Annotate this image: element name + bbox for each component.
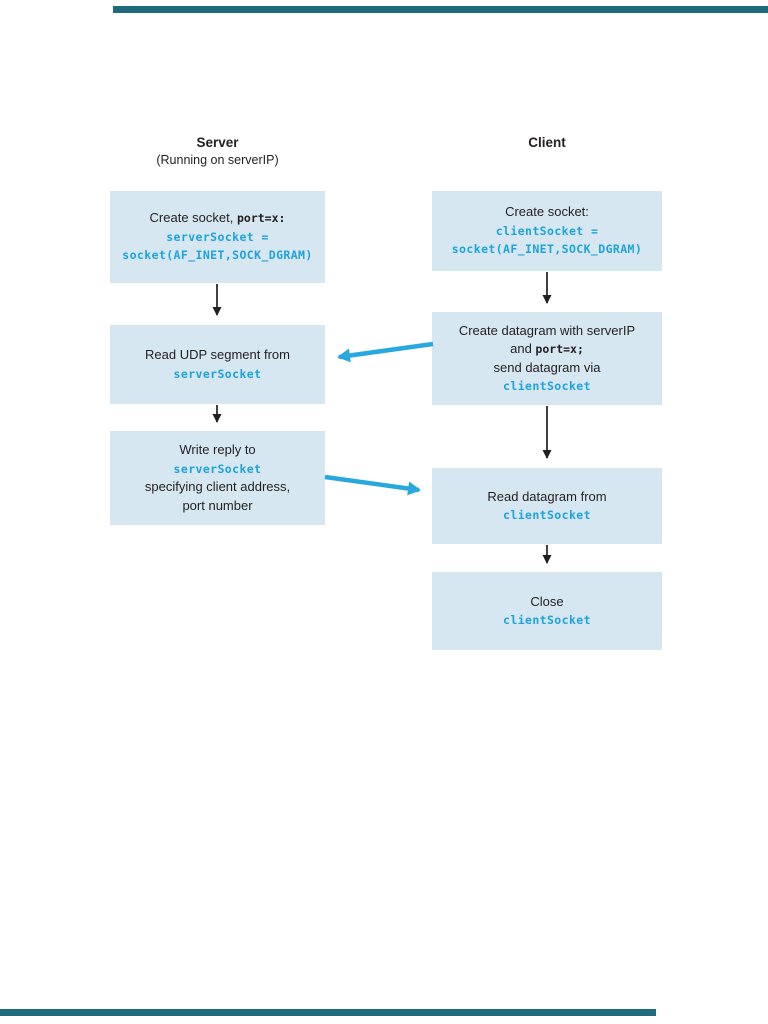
client-close-box: Close clientSocket (432, 572, 662, 650)
text-segment: Create socket, (149, 210, 237, 226)
box-line: and port=x; (510, 340, 584, 359)
code-segment: clientSocket (503, 613, 591, 627)
top-page-rule (113, 6, 768, 13)
box-line: clientSocket (503, 611, 591, 630)
bottom-page-rule (0, 1009, 656, 1016)
code-segment: port=x: (236, 211, 286, 226)
box-line: serverSocket (174, 365, 262, 384)
code-segment: clientSocket (503, 379, 591, 393)
client-column-header: Client (432, 134, 662, 151)
server-title: Server (196, 135, 239, 150)
box-line: clientSocket (503, 506, 591, 525)
client-title: Client (528, 135, 566, 150)
box-line: clientSocket = (496, 222, 599, 241)
box-line: serverSocket = (166, 228, 269, 247)
box-line: Write reply to (179, 441, 255, 460)
code-segment: clientSocket = (495, 223, 599, 238)
text-segment: and (510, 341, 536, 356)
box-line: send datagram via (494, 359, 601, 378)
text-segment: Read UDP segment from (145, 347, 290, 362)
text-segment: port number (182, 497, 253, 513)
box-line: clientSocket (503, 377, 591, 396)
text-segment: Create datagram with serverIP (458, 322, 636, 338)
arrow-client-send-to-server-read (337, 341, 434, 363)
code-segment: socket(AF_INET,SOCK_DGRAM) (451, 242, 643, 257)
server-subtitle: (Running on serverIP) (156, 153, 279, 167)
code-segment: serverSocket = (166, 229, 269, 244)
server-column-header: Server (Running on serverIP) (108, 134, 327, 169)
box-line: Read datagram from (487, 488, 606, 507)
client-read-datagram-box: Read datagram from clientSocket (432, 468, 662, 544)
text-segment: Write reply to (179, 442, 256, 457)
box-line: serverSocket (174, 460, 262, 479)
box-line: Create socket: (505, 203, 589, 222)
code-segment: serverSocket (173, 461, 262, 476)
box-line: specifying client address, (145, 478, 290, 497)
code-segment: serverSocket (173, 366, 262, 381)
box-line: Read UDP segment from (145, 346, 290, 365)
box-line: socket(AF_INET,SOCK_DGRAM) (122, 246, 312, 265)
client-create-datagram-box: Create datagram with serverIP and port=x;… (432, 312, 662, 405)
server-write-reply-box: Write reply to serverSocket specifying cli… (110, 431, 325, 525)
code-segment: socket(AF_INET,SOCK_DGRAM) (122, 248, 313, 263)
text-segment: specifying client address, (144, 479, 291, 494)
box-line: Close (530, 593, 563, 612)
client-create-socket-box: Create socket: clientSocket = socket(AF_IN… (432, 191, 662, 271)
box-line: Create datagram with serverIP (459, 322, 635, 341)
text-segment: Read datagram from (487, 488, 607, 504)
server-read-segment-box: Read UDP segment from serverSocket (110, 325, 325, 404)
box-line: socket(AF_INET,SOCK_DGRAM) (452, 240, 642, 259)
code-segment: clientSocket (503, 508, 591, 522)
text-segment: Close (530, 593, 564, 609)
text-segment: Create socket: (505, 204, 589, 220)
text-segment: send datagram via (493, 359, 601, 375)
box-line: port number (182, 497, 252, 516)
code-segment: port=x; (535, 342, 584, 356)
server-create-socket-box: Create socket, port=x:serverSocket =sock… (110, 191, 325, 283)
arrow-server-reply-to-client-read (324, 474, 421, 496)
box-line: Create socket, port=x: (150, 209, 286, 228)
